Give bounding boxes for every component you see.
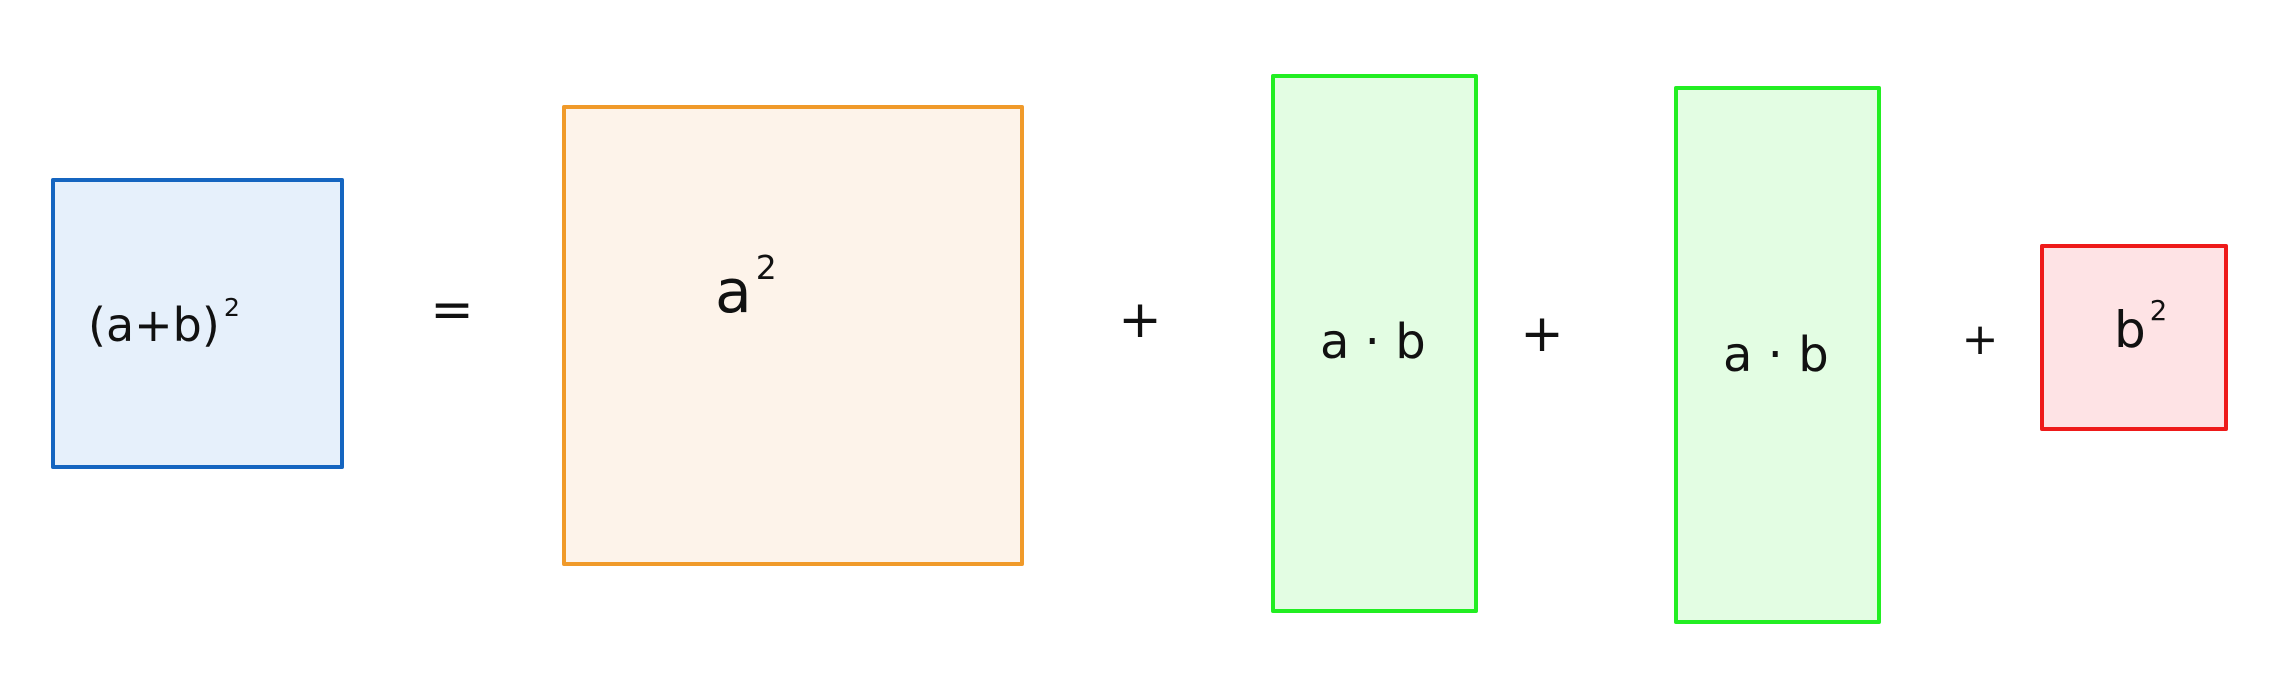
square-a-plus-b bbox=[51, 178, 344, 469]
rectangle-a-times-b-1 bbox=[1271, 74, 1478, 613]
label-a-times-b-1: a · b bbox=[1320, 318, 1426, 366]
expr-exponent: 2 bbox=[223, 292, 240, 322]
expr-main: a bbox=[715, 257, 752, 327]
plus-sign-2: + bbox=[1520, 304, 1564, 364]
label-a-times-b-2: a · b bbox=[1723, 331, 1829, 379]
plus-sign-3: + bbox=[1961, 314, 1999, 365]
square-a bbox=[562, 105, 1024, 566]
label-a-plus-b-squared: (a+b)2 bbox=[88, 295, 240, 348]
expr-exponent: 2 bbox=[755, 248, 777, 288]
equals-sign: = bbox=[430, 280, 474, 340]
expr-main: (a+b) bbox=[88, 298, 220, 352]
expr-exponent: 2 bbox=[2149, 294, 2168, 327]
expr-main: a · b bbox=[1723, 327, 1829, 383]
expr-main: a · b bbox=[1320, 314, 1426, 370]
square-b bbox=[2040, 244, 2228, 431]
rectangle-a-times-b-2 bbox=[1674, 86, 1881, 624]
plus-sign-1: + bbox=[1118, 290, 1162, 350]
expr-main: b bbox=[2114, 301, 2146, 359]
